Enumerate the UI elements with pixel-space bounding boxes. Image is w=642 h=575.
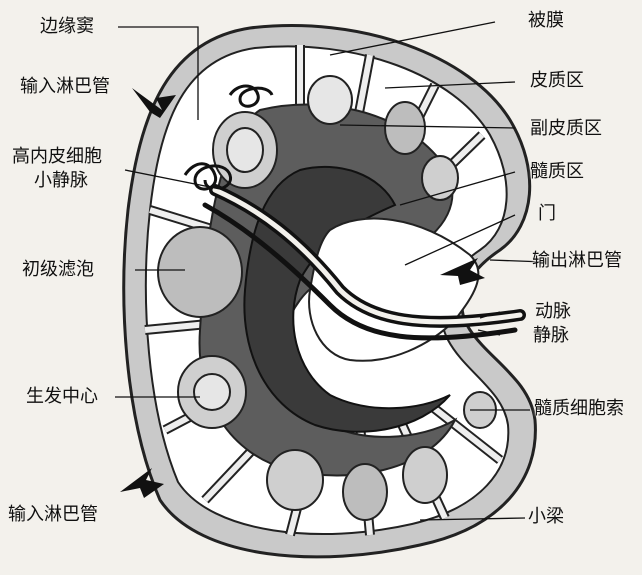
label-hev-line2: 小静脉 [34, 170, 88, 192]
label-efferent-lymphatic: 输出淋巴管 [532, 250, 622, 272]
label-capsule: 被膜 [528, 10, 564, 32]
label-germinal-center: 生发中心 [26, 386, 98, 408]
label-vein: 静脉 [533, 325, 569, 347]
label-medullary-cords: 髓质细胞索 [534, 398, 624, 420]
label-primary-follicle: 初级滤泡 [22, 259, 94, 281]
label-paracortex: 副皮质区 [530, 118, 602, 140]
label-hev-line1: 高内皮细胞 [12, 146, 102, 168]
label-cortex: 皮质区 [530, 70, 584, 92]
label-afferent-lymphatic-top: 输入淋巴管 [20, 76, 110, 98]
label-marginal-sinus: 边缘窦 [40, 16, 94, 38]
label-artery: 动脉 [535, 301, 571, 323]
label-afferent-lymphatic-bottom: 输入淋巴管 [8, 504, 98, 526]
label-trabecula: 小梁 [528, 506, 564, 528]
label-medulla: 髓质区 [530, 161, 584, 183]
label-hilum: 门 [538, 203, 556, 225]
